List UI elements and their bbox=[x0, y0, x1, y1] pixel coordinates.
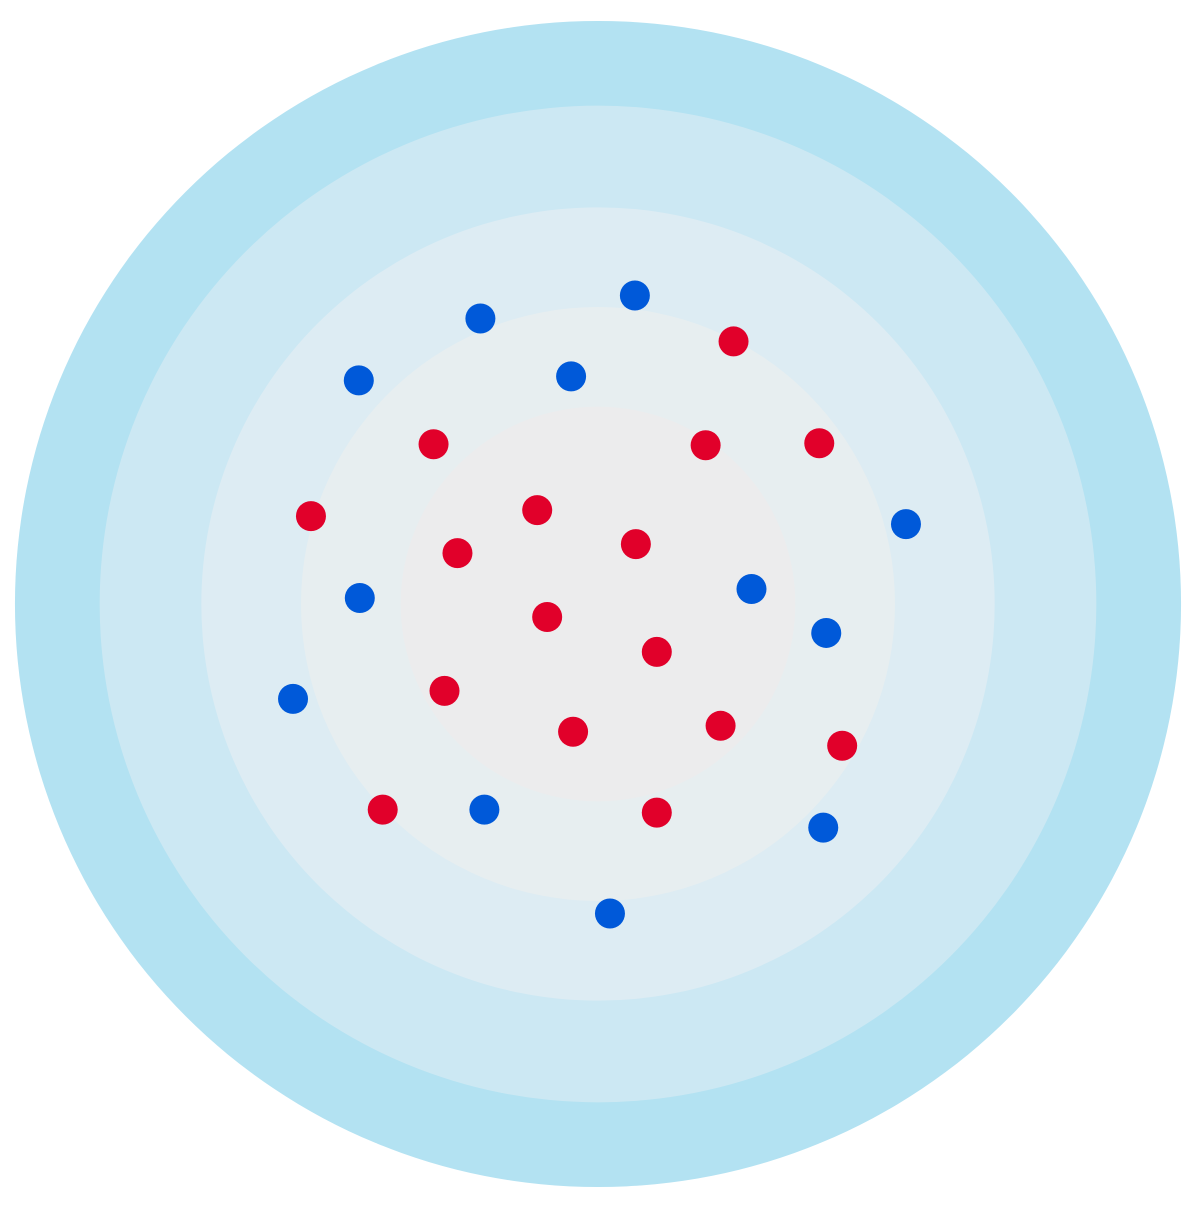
ring-5 bbox=[400, 406, 796, 802]
data-point-series1-12 bbox=[558, 716, 589, 747]
data-point-series2-7 bbox=[344, 583, 375, 614]
data-point-series2-10 bbox=[469, 794, 500, 825]
data-point-series1-7 bbox=[620, 529, 651, 560]
data-point-series1-9 bbox=[532, 601, 563, 632]
data-point-series2-3 bbox=[343, 365, 374, 396]
data-point-series2-8 bbox=[811, 617, 842, 648]
data-point-series2-6 bbox=[736, 574, 767, 605]
data-point-series1-5 bbox=[295, 501, 326, 532]
data-point-series1-14 bbox=[827, 730, 858, 761]
data-point-series2-12 bbox=[594, 898, 625, 929]
data-point-series1-13 bbox=[705, 710, 736, 741]
data-point-series1-16 bbox=[641, 797, 672, 828]
data-point-series1-10 bbox=[641, 636, 672, 667]
ring-background-group bbox=[14, 20, 1182, 1188]
data-point-series2-11 bbox=[808, 812, 839, 843]
data-point-series1-8 bbox=[442, 538, 473, 569]
data-point-series1-15 bbox=[367, 794, 398, 825]
data-point-series2-2 bbox=[465, 303, 496, 334]
data-point-series1-3 bbox=[690, 430, 721, 461]
data-points-group bbox=[278, 280, 921, 929]
data-point-series1-11 bbox=[429, 675, 460, 706]
data-point-series2-5 bbox=[890, 509, 921, 540]
data-point-series1-4 bbox=[804, 428, 835, 459]
data-point-series2-4 bbox=[556, 361, 587, 392]
data-point-series1-1 bbox=[718, 326, 749, 357]
data-point-series2-1 bbox=[619, 280, 650, 311]
data-point-series2-9 bbox=[278, 683, 309, 714]
data-point-series1-2 bbox=[418, 429, 449, 460]
data-point-series1-6 bbox=[522, 495, 553, 526]
